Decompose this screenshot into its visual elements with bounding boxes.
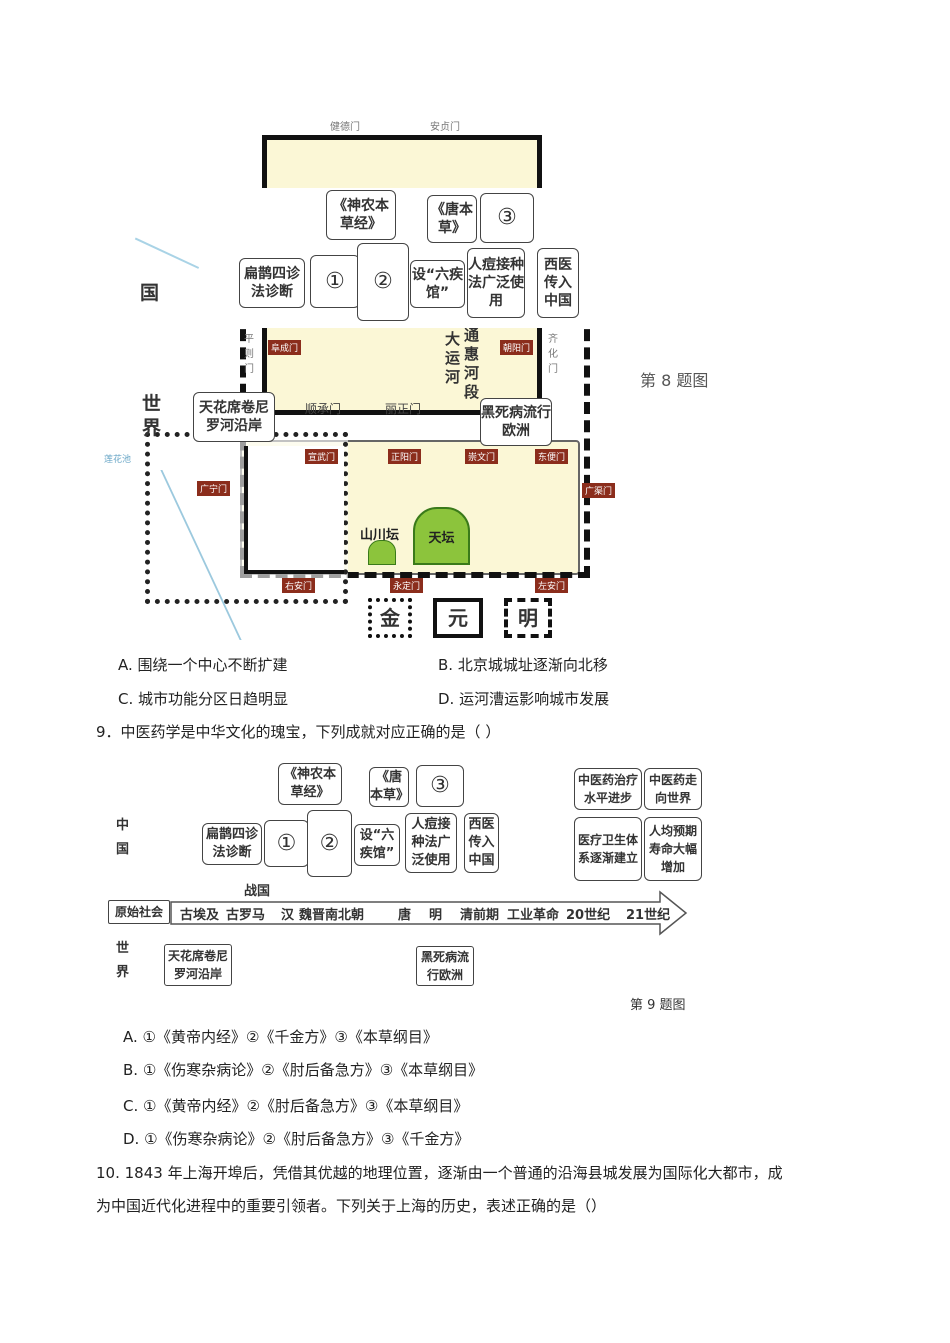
world-label: 世界	[116, 941, 130, 980]
box-tianhua: 天花席卷尼罗河沿岸	[193, 392, 275, 442]
q9-option-b: B. ①《伤寒杂病论》②《肘后备急方》③《本草纲目》	[123, 1061, 484, 1079]
legend-jin: 金	[368, 598, 412, 638]
period-label: 清前期	[460, 908, 500, 923]
q10-stem-line2: 为中国近代化进程中的重要引领者。下列关于上海的历史，表述正确的是（）	[96, 1197, 607, 1215]
shanchuan-altar	[368, 540, 396, 565]
start-box: 原始社会	[108, 900, 170, 924]
legend-ming: 明	[504, 598, 552, 638]
period-label: 唐	[398, 908, 412, 923]
q9-option-a: A. ①《黄帝内经》②《千金方》③《本草纲目》	[123, 1028, 438, 1046]
box-tcm-world: 中医药走向世界	[644, 768, 702, 810]
china-label: 中国	[116, 818, 130, 857]
q8-option-d: D. 运河漕运影响城市发展	[438, 690, 610, 708]
box-xiyi: 西医传入中国	[537, 248, 579, 318]
q8-option-b: B. 北京城城址逐渐向北移	[438, 656, 608, 674]
gate-label: 左安门	[535, 578, 569, 593]
q8-option-c: C. 城市功能分区日趋明显	[118, 690, 289, 708]
gate-label: 丽正门	[385, 402, 422, 416]
box-healthcare: 医疗卫生体系逐渐建立	[574, 817, 642, 881]
box-1: ①	[310, 255, 360, 308]
box-liuji: 设“六疾馆”	[410, 260, 465, 308]
period-label: 战国	[244, 884, 271, 899]
box-2: ②	[307, 810, 352, 877]
gate-label: 安贞门	[430, 122, 460, 133]
gate-label: 朝阳门	[500, 340, 534, 355]
gate-label: 平则门	[244, 334, 254, 375]
timeline-arrow	[170, 890, 688, 936]
china-label: 国	[140, 282, 160, 304]
period-label: 古罗马	[226, 908, 266, 923]
box-tcm-progress: 中医药治疗水平进步	[574, 768, 642, 810]
canal-label: 通惠河段	[464, 326, 480, 401]
box-3: ③	[416, 765, 464, 807]
gate-label: 齐化门	[548, 334, 558, 375]
box-shennong: 《神农本草经》	[278, 763, 342, 805]
q8-option-a: A. 围绕一个中心不断扩建	[118, 656, 288, 674]
q10-stem-line1: 10. 1843 年上海开埠后，凭借其优越的地理位置，逐渐由一个普通的沿海县城发…	[96, 1164, 783, 1182]
tiantan: 天坛	[413, 507, 470, 565]
canal-label: 大运河	[445, 330, 461, 386]
box-tangbencao: 《唐本草》	[427, 195, 477, 243]
box-heisi: 黑死病流行欧洲	[480, 398, 552, 446]
gate-label: 健德门	[330, 122, 360, 133]
period-label: 古埃及	[180, 908, 220, 923]
gate-label: 广宁门	[197, 481, 231, 496]
box-tianhua: 天花席卷尼罗河沿岸	[164, 944, 232, 986]
gate-label: 永定门	[390, 578, 424, 593]
box-2: ②	[357, 243, 409, 321]
box-heisi: 黑死病流行欧洲	[416, 946, 474, 986]
box-shennong: 《神农本草经》	[326, 190, 396, 240]
gate-label: 顺承门	[305, 402, 342, 416]
q9-option-c: C. ①《黄帝内经》②《肘后备急方》③《本草纲目》	[123, 1097, 469, 1115]
box-tangbencao: 《唐本草》	[369, 767, 409, 807]
figure-caption: 第 9 题图	[630, 998, 686, 1013]
altar-label: 山川坛	[360, 528, 400, 543]
figure-caption: 第 8 题图	[640, 371, 709, 390]
box-life-expectancy: 人均预期寿命大幅增加	[644, 817, 702, 881]
gate-label: 广渠门	[582, 483, 616, 498]
q9-option-d: D. ①《伤寒杂病论》②《肘后备急方》③《千金方》	[123, 1130, 470, 1148]
period-label: 21世纪	[626, 908, 671, 923]
box-rendou: 人痘接种法广泛使用	[405, 813, 457, 873]
box-3: ③	[480, 193, 534, 243]
period-label: 汉	[281, 908, 295, 923]
q9-stem: 9．中医药学是中华文化的瑰宝，下列成就对应正确的是（ ）	[96, 723, 501, 741]
legend-yuan: 元	[433, 598, 483, 638]
box-xiyi: 西医传入中国	[464, 813, 499, 873]
gate-label: 崇文门	[465, 449, 499, 464]
gate-label: 宣武门	[305, 449, 339, 464]
box-bianque: 扁鹊四诊法诊断	[239, 258, 305, 308]
gate-label: 正阳门	[388, 449, 422, 464]
period-label: 20世纪	[566, 908, 611, 923]
gate-label: 阜成门	[268, 340, 302, 355]
box-1: ①	[264, 820, 309, 867]
gate-label: 右安门	[282, 578, 316, 593]
box-rendou: 人痘接种法广泛使用	[467, 248, 525, 318]
period-label: 魏晋南北朝	[299, 908, 365, 923]
box-bianque: 扁鹊四诊法诊断	[202, 823, 262, 865]
period-label: 明	[429, 908, 443, 923]
gate-label: 东便门	[535, 449, 569, 464]
box-liuji: 设“六疾馆”	[354, 824, 400, 866]
river-label: 莲花池	[104, 455, 132, 465]
altar-label: 天坛	[428, 530, 455, 546]
world-label: 世界	[142, 393, 162, 439]
period-label: 工业革命	[507, 908, 560, 923]
